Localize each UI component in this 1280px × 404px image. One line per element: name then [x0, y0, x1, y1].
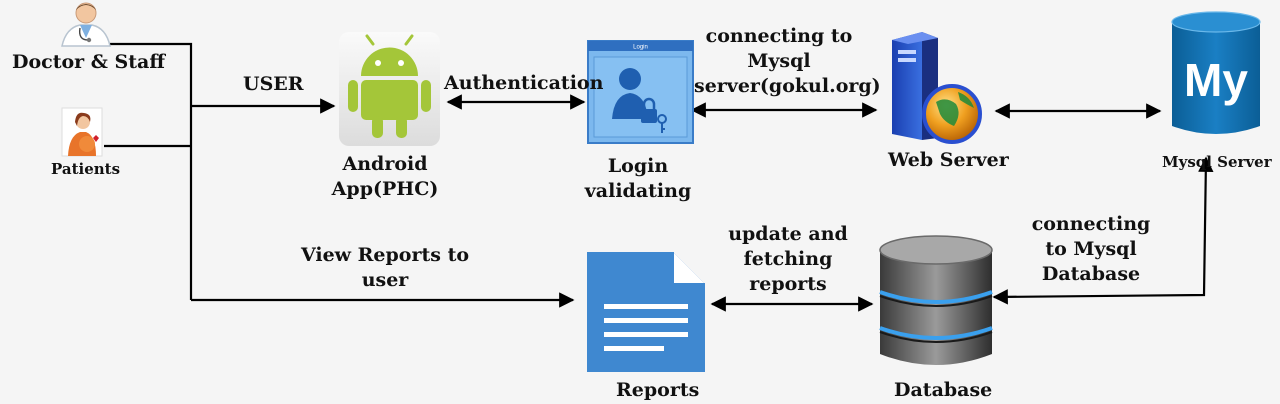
android-app-icon [339, 32, 440, 146]
connect-server-line2: Mysql [747, 50, 811, 72]
doctor-line [104, 42, 193, 300]
connect-server-line1: connecting to [705, 25, 853, 47]
patients-label: Patients [51, 160, 121, 178]
connect-db-line2: to Mysql [1045, 238, 1137, 260]
reports-label: Reports [616, 379, 700, 401]
login-window-title: Login [633, 45, 648, 51]
connect-server-edge-label: connecting to Mysql server(gokul.org) [694, 24, 881, 99]
login-window-icon: Login [587, 40, 694, 144]
connect-db-edge-label: connecting to Mysql Database [1022, 212, 1160, 287]
patient-icon [61, 107, 103, 157]
connector-lines [104, 42, 1214, 312]
update-fetch-line1: update and [728, 223, 848, 245]
connect-db-line3: Database [1041, 263, 1141, 285]
update-fetch-line2: fetching [743, 248, 833, 270]
login-label-line2: validating [584, 180, 692, 202]
mysql-server-label: Mysql Server [1162, 153, 1272, 171]
view-reports-line2: user [361, 269, 409, 291]
web-server-icon [892, 32, 982, 144]
mysql-logo-text: My [1184, 54, 1248, 106]
mysql-server-icon: My [1171, 11, 1261, 134]
update-fetch-line3: reports [749, 273, 827, 295]
android-app-label-line2: App(PHC) [331, 178, 439, 200]
reports-document-icon [587, 252, 705, 372]
database-icon [879, 235, 993, 365]
authentication-edge-label: Authentication [444, 72, 604, 94]
connect-server-line3: server(gokul.org) [694, 75, 881, 97]
user-edge-label: USER [243, 73, 304, 95]
view-reports-line1: View Reports to [300, 244, 470, 266]
doctor-staff-label: Doctor & Staff [12, 51, 165, 73]
web-server-label: Web Server [888, 149, 1009, 171]
doctor-icon [61, 2, 111, 47]
connect-db-line1: connecting [1031, 213, 1151, 235]
database-label: Database [894, 379, 993, 401]
login-label-line1: Login [607, 155, 669, 177]
android-app-label-line1: Android [342, 153, 428, 175]
view-reports-edge-label: View Reports to user [300, 243, 470, 293]
connect-db-arrow [992, 156, 1214, 305]
login-validating-label: Login validating [578, 154, 698, 204]
android-app-label: Android App(PHC) [325, 152, 445, 202]
update-fetch-edge-label: update and fetching reports [722, 222, 854, 297]
